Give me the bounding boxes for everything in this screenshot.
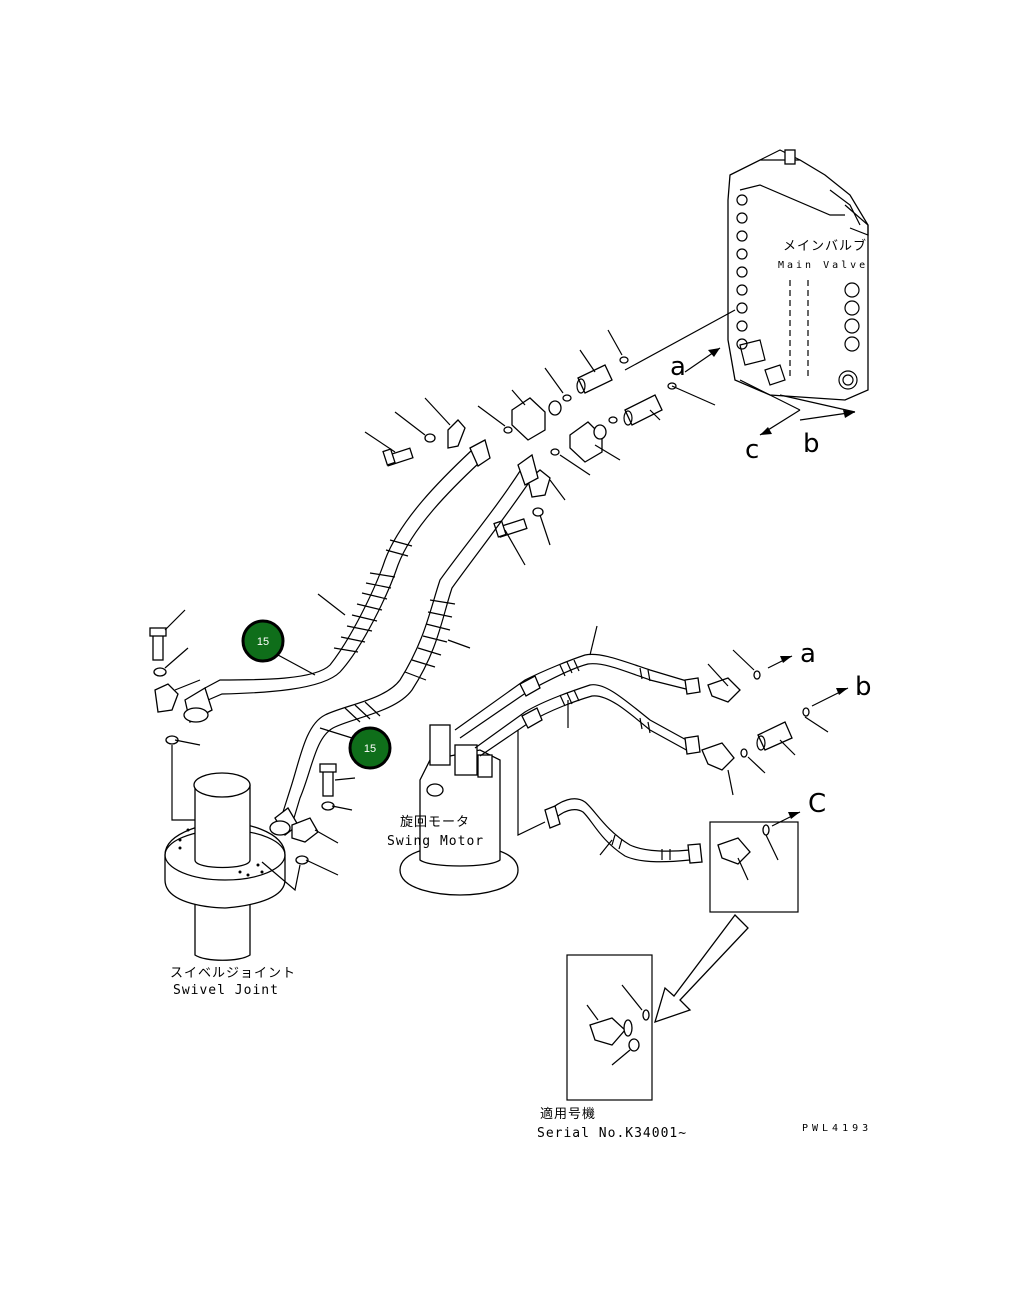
callout-badge-15-upper[interactable]: 15: [241, 619, 316, 676]
swing-motor-jp-label: 旋回モータ: [400, 815, 470, 830]
arrow-label-c-motor: C: [808, 789, 826, 819]
arrow-label-b-valve: b: [803, 429, 820, 459]
left-clamp-cluster: [149, 609, 201, 746]
motor-hose-c: C: [544, 789, 826, 1024]
arrow-label-b-motor: b: [855, 672, 872, 702]
main-valve: メインバルブ Main Valve: [727, 149, 869, 401]
motor-hose-b: b: [474, 672, 872, 796]
badge-circle: [241, 619, 285, 663]
main-valve-en-label: Main Valve: [778, 260, 868, 271]
arrow-label-c-valve: c: [745, 435, 759, 465]
valve-port-arrows: a c b: [624, 309, 856, 465]
serial-jp-label: 適用号機: [540, 1106, 596, 1122]
main-valve-jp-label: メインバルブ: [783, 238, 867, 254]
callout-badge-15-lower[interactable]: 15: [319, 726, 392, 770]
motor-hose-a: a: [454, 625, 816, 739]
right-clamp-cluster: [291, 763, 356, 876]
swivel-joint: スイベルジョイント Swivel Joint: [164, 745, 301, 998]
swing-motor: 旋回モータ Swing Motor: [387, 724, 546, 896]
drawing-code: PWL4193: [802, 1123, 872, 1134]
hose-left: [183, 439, 491, 723]
serial-en-label: Serial No.K34001~: [537, 1126, 687, 1141]
badge-number: 15: [257, 636, 269, 648]
serial-detail: 適用号機 Serial No.K34001~: [537, 954, 687, 1141]
upper-fittings: [364, 329, 716, 566]
swing-motor-en-label: Swing Motor: [387, 834, 484, 849]
swivel-joint-en-label: Swivel Joint: [173, 983, 279, 998]
swivel-joint-jp-label: スイベルジョイント: [170, 966, 296, 981]
arrow-label-a-motor: a: [800, 639, 816, 669]
badge-number: 15: [364, 743, 376, 755]
arrow-label-a-valve: a: [670, 352, 686, 382]
badge-circle: [348, 726, 392, 770]
